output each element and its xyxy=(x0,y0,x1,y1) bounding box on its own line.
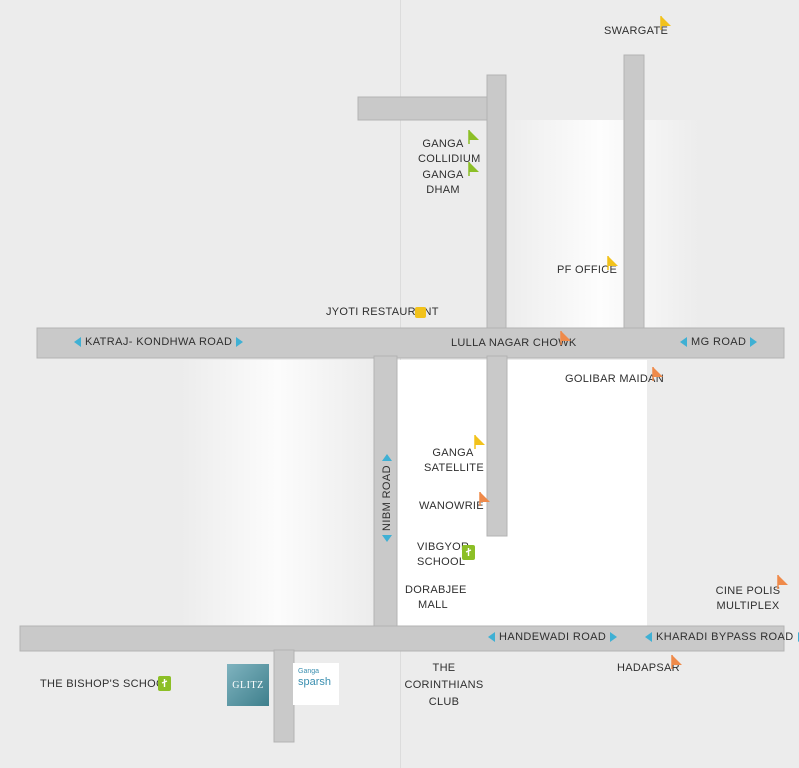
road-label-kharadi-bypass: KHARADI BYPASS ROAD xyxy=(645,631,799,643)
white-area xyxy=(397,360,647,630)
place-swargate: SWARGATE xyxy=(604,25,669,37)
roads xyxy=(19,54,785,743)
place-pf-office: PF OFFICE xyxy=(557,264,618,276)
place-corinthians-club: THE CORINTHIANS CLUB xyxy=(404,662,484,708)
triangle-arrow-icon xyxy=(74,337,81,347)
road-wanowrie xyxy=(486,355,508,537)
triangle-flag-icon xyxy=(474,435,485,449)
road-label-nibm: NIBM ROAD xyxy=(381,443,393,553)
triangle-flag-icon xyxy=(652,367,663,381)
road-vertical-right xyxy=(623,54,645,339)
place-lulla-nagar-chowk: LULLA NAGAR CHOWK xyxy=(451,337,577,349)
road-label-mg-road: MG ROAD xyxy=(680,336,758,348)
triangle-arrow-icon xyxy=(382,534,392,542)
restaurant-icon xyxy=(415,307,426,318)
sparsh-logo: Ganga sparsh xyxy=(293,663,339,705)
road-top-hook xyxy=(357,96,501,121)
triangle-arrow-icon xyxy=(488,632,495,642)
triangle-flag-icon xyxy=(560,331,571,345)
triangle-arrow-icon xyxy=(645,632,652,642)
glow-area xyxy=(500,120,700,340)
school-icon xyxy=(462,545,475,560)
glow-area-left xyxy=(180,360,375,625)
triangle-flag-icon xyxy=(777,575,788,589)
place-hadapsar: HADAPSAR xyxy=(617,662,680,674)
place-golibar-maidan: GOLIBAR MAIDAN xyxy=(565,373,664,385)
triangle-arrow-icon xyxy=(680,337,687,347)
place-jyoti-restaurant: JYOTI RESTAURANT xyxy=(326,306,439,318)
place-vibgyor-school: VIBGYOR SCHOOL xyxy=(417,541,470,568)
glitz-logo: GLITZ xyxy=(227,664,269,706)
road-vertical-center xyxy=(486,74,507,339)
triangle-arrow-icon xyxy=(236,337,244,347)
triangle-flag-icon xyxy=(468,130,479,144)
triangle-arrow-icon xyxy=(610,632,618,642)
place-ganga-satellite: GANGA SATELLITE xyxy=(424,447,484,474)
triangle-arrow-icon xyxy=(750,337,758,347)
triangle-flag-icon xyxy=(468,162,479,176)
triangle-flag-icon xyxy=(671,655,682,669)
road-label-katraj-kondhwa: KATRAJ- KONDHWA ROAD xyxy=(74,336,244,348)
place-cine-polis-multiplex: CINE POLIS MULTIPLEX xyxy=(715,585,781,612)
road-bottom-branch xyxy=(273,649,295,743)
school-icon xyxy=(158,676,171,691)
road-katraj-mg xyxy=(36,327,785,359)
road-handewadi-kharadi xyxy=(19,625,785,652)
place-wanowrie: WANOWRIE xyxy=(419,500,484,512)
triangle-arrow-icon xyxy=(382,454,392,462)
place-ganga-dham: GANGA DHAM xyxy=(422,169,464,196)
place-dorabjee-mall: DORABJEE MALL xyxy=(405,584,467,611)
triangle-flag-icon xyxy=(660,16,671,30)
road-label-handewadi: HANDEWADI ROAD xyxy=(488,631,618,643)
triangle-flag-icon xyxy=(607,256,618,270)
place-ganga-collidium: GANGA COLLIDIUM xyxy=(418,138,481,165)
triangle-flag-icon xyxy=(479,492,490,506)
triangle-arrow-icon xyxy=(797,632,799,642)
place-bishops-school: THE BISHOP'S SCHOOL xyxy=(40,678,172,690)
